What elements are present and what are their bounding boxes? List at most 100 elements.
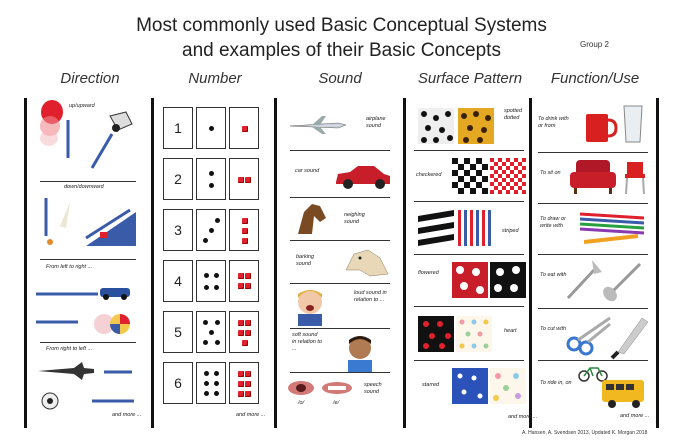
cubes-card-4 [229,260,259,302]
falling-object-icon [44,198,70,245]
number-card-4: 4 [163,260,193,302]
number-card-6: 6 [163,362,193,404]
label-to-eat-with: To eat with [540,272,567,278]
car-moving-right-icon [36,288,130,300]
cubes-card-6 [229,362,259,404]
divider [414,201,524,202]
column-divider [656,98,659,428]
label-to-sit-on: To sit on [540,170,561,176]
mouth-e-icon [322,382,352,394]
divider [290,328,390,329]
divider [538,152,648,153]
cubes-card-1 [229,107,259,149]
divider [290,150,390,151]
page-title-line-2: and examples of their Basic Concepts [182,40,501,61]
divider [40,259,136,260]
number-card-3: 3 [163,209,193,251]
label-starred: starred [422,382,440,388]
spoon-icon [603,262,642,302]
red-mug-icon [586,114,618,142]
label-left-to-right: From left to right ... [46,264,93,270]
soccer-ball-icon [41,392,134,410]
leopard-spots-tile [418,108,454,144]
divider [290,197,390,198]
divider [414,306,524,307]
divider [290,240,390,241]
divider [538,308,648,309]
number-card-1: 1 [163,107,193,149]
dog-icon [345,249,389,277]
label-checkered: checkered [416,172,442,178]
label-and-more: and more ... [236,412,266,418]
label-loud-sound: loud sound in relation to ... [354,290,387,303]
checkered-black-tile [452,158,488,194]
footer-credit: A. Hansen, A. Svendsen 2013, Updated K. … [522,430,648,436]
dots-card-3 [196,209,226,251]
school-bus-icon [602,380,644,408]
cubes-card-3 [229,209,259,251]
column-divider [24,98,27,428]
dots-card-6 [196,362,226,404]
divider [40,181,136,182]
divider [414,254,524,255]
label-to-drink: To drink with or from [538,116,569,129]
page-title-line-1: Most commonly used Basic Conceptual Syst… [136,15,547,36]
stars-pastel-tile [490,368,526,404]
red-car-icon [336,166,390,189]
knife-icon [610,317,649,360]
label-phoneme-o: /o/ [298,400,305,406]
label-phoneme-e: /e/ [333,400,340,406]
column-divider [151,98,154,428]
cubes-card-2 [229,158,259,200]
label-spotted-dotted: spotted dotted [504,108,523,121]
label-barking-sound: barking sound [296,254,315,267]
label-striped: striped [502,228,519,234]
label-to-draw-or-write: To draw or write with [540,216,566,229]
label-up: up/upward [69,103,95,109]
label-to-cut-with: To cut with [540,326,567,332]
label-and-more: and more ... [508,414,538,420]
cheetah-spots-tile [458,108,494,144]
label-car-sound: car sound [295,168,320,174]
label-flowered: flowered [418,270,439,276]
label-and-more: and more ... [112,412,142,418]
divider [538,203,648,204]
column-divider [274,98,277,428]
divider [538,360,648,361]
label-speech-sound: speech sound [364,382,382,395]
cubes-card-5 [229,311,259,353]
stool-chair-icon [625,162,645,195]
glass-icon [623,105,643,143]
badminton-shuttle-icon [90,111,133,169]
scissors-icon [566,316,611,356]
number-card-2: 2 [163,158,193,200]
horse-icon [298,204,326,234]
fork-icon [566,260,602,300]
armchair-icon [570,160,616,194]
bicycle-icon [578,367,608,382]
mouth-o-icon [288,381,314,395]
dots-card-2 [196,158,226,200]
divider [290,283,390,284]
dots-card-5 [196,311,226,353]
column-divider [529,98,532,428]
beach-ball-icon [36,314,130,334]
label-down: down/downward [64,184,104,190]
number-card-5: 5 [163,311,193,353]
column-header-surface-pattern: Surface Pattern [417,70,523,87]
divider [290,372,390,373]
column-header-number: Number [188,70,242,87]
airplane-icon [289,116,347,134]
label-airplane-sound: airplane sound [366,116,386,129]
hearts-red-tile [418,316,454,352]
column-divider [403,98,406,428]
dots-card-4 [196,260,226,302]
zebra-stripes-tile [418,210,454,246]
stars-blue-tile [452,368,488,404]
flowered-black-tile [490,262,526,298]
label-and-more: and more ... [620,413,650,419]
column-header-direction: Direction [60,70,120,87]
divider [538,254,648,255]
column-header-function-use: Function/Use [550,70,640,87]
balloon-icon [40,100,70,158]
